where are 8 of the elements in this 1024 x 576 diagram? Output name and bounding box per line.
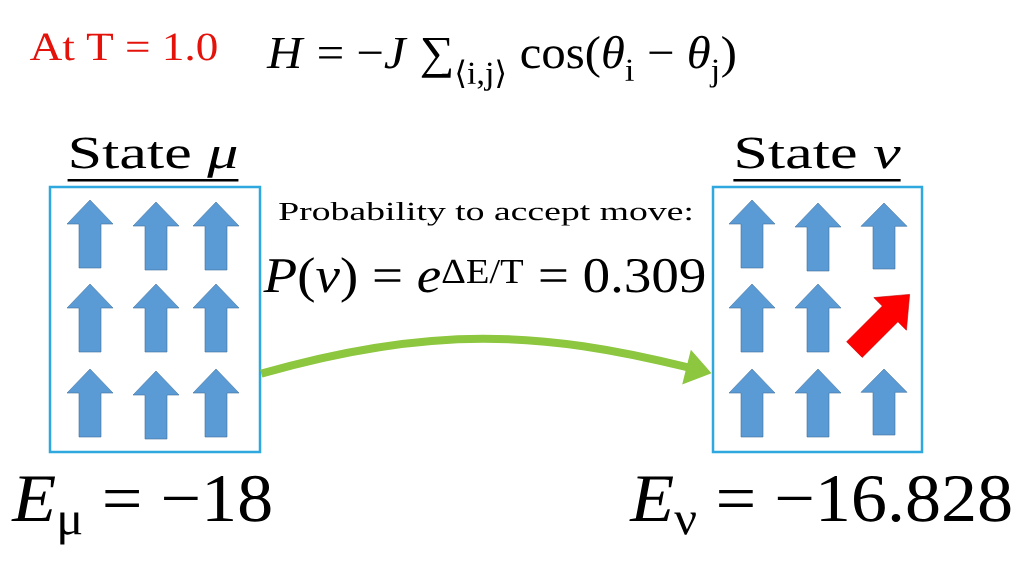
temperature-label: At T = 1.0 [30, 33, 217, 61]
hamiltonian-formula: H = −J ∑$_{⟨i,j⟩}$ cos(θ$_{i}$ − θ$_{j}$) [266, 35, 735, 91]
probability-formula: P(ν) = e$^{ΔE/T}$ = 0.309 [263, 257, 705, 303]
energy-label: E$_{ν}$ = −16.828 [629, 475, 1011, 535]
caption-text: Probability to accept move: [279, 201, 691, 226]
underlined-heading: State μ [67, 137, 239, 182]
energy-label: E$_{μ}$ = −18 [11, 475, 271, 545]
underlined-heading: State ν [733, 137, 901, 182]
